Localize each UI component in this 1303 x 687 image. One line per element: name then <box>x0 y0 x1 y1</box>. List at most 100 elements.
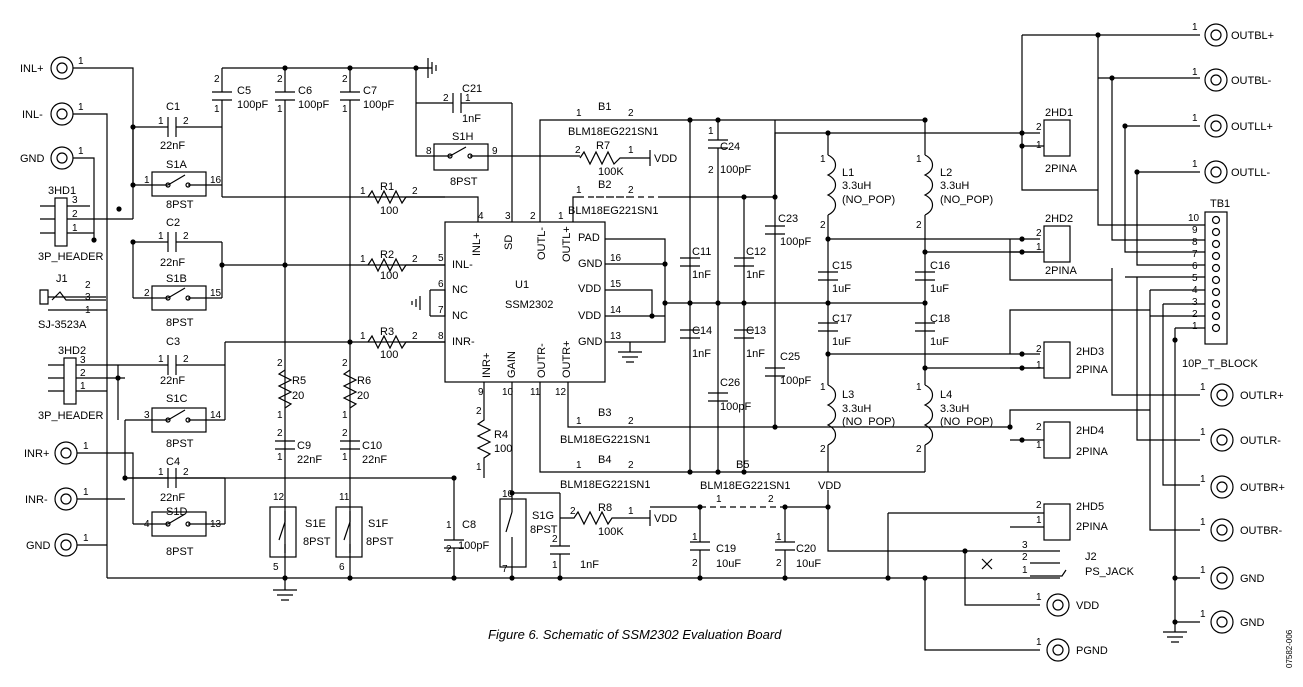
svg-text:100pF: 100pF <box>458 540 489 552</box>
svg-text:L1: L1 <box>842 167 854 179</box>
svg-text:VDD: VDD <box>654 153 677 165</box>
svg-text:PS_JACK: PS_JACK <box>1085 566 1135 578</box>
svg-text:INR+: INR+ <box>481 353 493 378</box>
svg-text:2: 2 <box>277 74 283 85</box>
svg-text:1: 1 <box>716 494 722 505</box>
svg-text:16: 16 <box>610 253 622 264</box>
svg-text:3P_HEADER: 3P_HEADER <box>38 410 103 422</box>
svg-text:2HD3: 2HD3 <box>1076 346 1104 358</box>
svg-text:L3: L3 <box>842 389 854 401</box>
svg-text:B3: B3 <box>598 407 611 419</box>
svg-text:PGND: PGND <box>1076 645 1108 657</box>
svg-text:VDD: VDD <box>818 480 841 492</box>
svg-text:10: 10 <box>502 387 514 398</box>
svg-text:1uF: 1uF <box>832 336 851 348</box>
svg-text:1: 1 <box>342 104 348 115</box>
svg-text:2: 2 <box>776 558 782 569</box>
svg-text:3: 3 <box>1022 540 1028 551</box>
svg-text:BLM18EG221SN1: BLM18EG221SN1 <box>568 126 659 138</box>
svg-text:13: 13 <box>210 519 222 530</box>
svg-text:1: 1 <box>78 146 84 157</box>
svg-text:GND: GND <box>1240 573 1265 585</box>
svg-text:NC: NC <box>452 310 468 322</box>
svg-text:C5: C5 <box>237 85 251 97</box>
svg-text:2PINA: 2PINA <box>1076 521 1108 533</box>
svg-text:1: 1 <box>692 532 698 543</box>
svg-text:C12: C12 <box>746 246 766 258</box>
svg-text:100: 100 <box>380 270 398 282</box>
svg-text:22nF: 22nF <box>160 375 185 387</box>
svg-text:1: 1 <box>916 382 922 393</box>
svg-text:22nF: 22nF <box>362 454 387 466</box>
svg-text:1: 1 <box>708 126 714 137</box>
svg-text:1: 1 <box>1200 565 1206 576</box>
svg-text:2: 2 <box>443 93 449 104</box>
svg-text:S1F: S1F <box>368 518 388 530</box>
svg-text:1nF: 1nF <box>462 113 481 125</box>
svg-text:VDD: VDD <box>1076 600 1099 612</box>
svg-text:GND: GND <box>578 336 603 348</box>
svg-text:7: 7 <box>502 564 508 575</box>
doc-id: 07582-006 <box>1285 629 1294 668</box>
svg-text:2PINA: 2PINA <box>1076 364 1108 376</box>
svg-text:2: 2 <box>820 220 826 231</box>
svg-text:INR-: INR- <box>452 336 475 348</box>
svg-text:VDD: VDD <box>654 513 677 525</box>
svg-text:2HD4: 2HD4 <box>1076 425 1104 437</box>
svg-text:11: 11 <box>339 492 350 503</box>
svg-text:1: 1 <box>1036 440 1042 451</box>
svg-text:R2: R2 <box>380 249 394 261</box>
svg-text:VDD: VDD <box>578 310 601 322</box>
svg-text:1: 1 <box>85 305 91 316</box>
svg-text:C23: C23 <box>778 213 798 225</box>
svg-text:TB1: TB1 <box>1210 198 1230 210</box>
svg-text:10uF: 10uF <box>716 558 741 570</box>
svg-text:2: 2 <box>412 254 418 265</box>
svg-text:2: 2 <box>277 428 283 439</box>
svg-text:L4: L4 <box>940 389 952 401</box>
svg-text:R4: R4 <box>494 429 508 441</box>
header-3hd1: 3HD1 321 3P_HEADER <box>38 185 133 263</box>
svg-text:OUTL+: OUTL+ <box>561 226 573 262</box>
terminal-block-tb1: TB1 10P_T_BLOCK 109 87 65 43 21 <box>1182 198 1258 370</box>
svg-text:100K: 100K <box>598 526 624 538</box>
svg-text:S1G: S1G <box>532 510 554 522</box>
svg-text:2HD1: 2HD1 <box>1045 107 1073 119</box>
conn-gnd-bottom-label: GND <box>26 540 51 552</box>
svg-text:10P_T_BLOCK: 10P_T_BLOCK <box>1182 358 1258 370</box>
svg-text:2: 2 <box>476 406 482 417</box>
svg-text:SJ-3523A: SJ-3523A <box>38 319 87 331</box>
svg-text:R8: R8 <box>598 502 612 514</box>
svg-text:6: 6 <box>339 562 345 573</box>
svg-text:1nF: 1nF <box>746 269 765 281</box>
svg-text:1: 1 <box>820 382 826 393</box>
svg-text:C26: C26 <box>720 377 740 389</box>
svg-text:1: 1 <box>1200 382 1206 393</box>
svg-text:1: 1 <box>916 154 922 165</box>
svg-text:NC: NC <box>452 284 468 296</box>
svg-text:INL+: INL+ <box>471 232 483 256</box>
svg-text:3: 3 <box>85 292 91 303</box>
svg-text:2HD5: 2HD5 <box>1076 501 1104 513</box>
svg-text:R3: R3 <box>380 326 394 338</box>
svg-text:2: 2 <box>1036 344 1042 355</box>
svg-text:6: 6 <box>438 279 444 290</box>
svg-text:2: 2 <box>1192 309 1198 320</box>
svg-text:OUTLL+: OUTLL+ <box>1231 121 1273 133</box>
svg-text:2: 2 <box>342 428 348 439</box>
svg-text:2: 2 <box>144 288 150 299</box>
svg-text:1nF: 1nF <box>746 348 765 360</box>
svg-text:1: 1 <box>72 223 78 234</box>
svg-text:C20: C20 <box>796 543 816 555</box>
svg-text:OUTBL-: OUTBL- <box>1231 75 1272 87</box>
svg-text:8PST: 8PST <box>450 176 478 188</box>
svg-text:1: 1 <box>158 354 164 365</box>
svg-text:1: 1 <box>1192 159 1198 170</box>
svg-text:2: 2 <box>628 460 634 471</box>
svg-text:2: 2 <box>916 444 922 455</box>
